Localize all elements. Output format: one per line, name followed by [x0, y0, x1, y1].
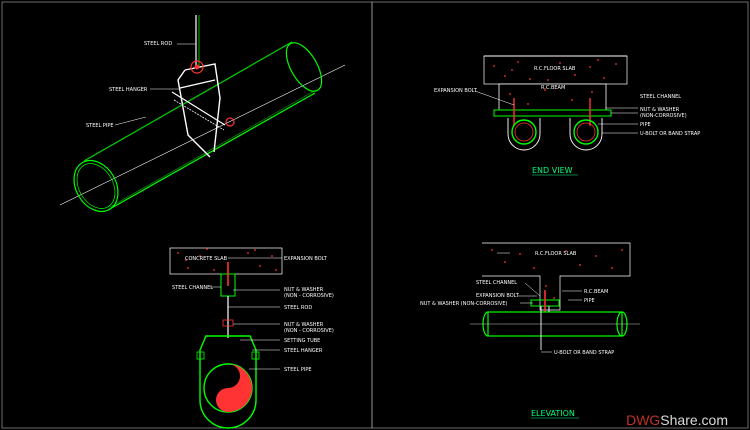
concrete-slab [169, 247, 283, 275]
label-elev-pipe: PIPE [584, 298, 595, 304]
label-elev-rc-floor-slab: R.C.FLOOR SLAB [535, 251, 577, 257]
pipe-right-ev [573, 119, 599, 145]
label-nut-washer: NUT & WASHER [640, 107, 680, 113]
label-elev-ubolt: U-BOLT OR BAND STRAP [554, 350, 614, 356]
pipe-centerline [59, 64, 346, 206]
label-rc-beam: R.C.BEAM [541, 85, 565, 91]
elev-aggregate [491, 249, 623, 299]
label-non-corrosive: (NON-CORROSIVE) [640, 113, 687, 119]
panel-section-hanger: CONCRETE SLAB EXPANSION BOLT STEEL CHANN… [169, 247, 334, 429]
label-sec-non-corrosive-2: (NON - CORROSIVE) [284, 328, 334, 334]
label-sec-steel-rod: STEEL ROD [284, 305, 312, 311]
panel-end-view: R.C.FLOOR SLAB R.C.BEAM EXPANSION BOLT S… [434, 55, 700, 176]
panel-isometric-hanger: STEEL ROD STEEL HANGER STEEL PIPE [59, 15, 346, 213]
label-elev-nut-washer: NUT & WASHER (NON-CORROSIVE) [420, 301, 507, 307]
label-sec-non-corrosive-1: (NON - CORROSIVE) [284, 293, 334, 299]
label-sec-nut-washer-2: NUT & WASHER [284, 322, 324, 328]
pipe-left-ev [511, 119, 537, 145]
floor-slab [483, 55, 628, 85]
panel-elevation: R.C.FLOOR SLAB STEEL CHANNEL EXPANSION B… [420, 242, 640, 419]
label-pipe: PIPE [640, 122, 651, 128]
label-sec-expansion-bolt: EXPANSION BOLT [284, 256, 328, 262]
label-sec-nut-washer-1: NUT & WASHER [284, 287, 324, 293]
slab-aggregate [493, 59, 617, 81]
rc-beam [498, 83, 607, 111]
top-nut [190, 60, 204, 74]
label-elev-expansion-bolt: EXPANSION BOLT [476, 293, 520, 299]
title-end-view: END VIEW [532, 166, 573, 175]
ubolt-right [569, 118, 603, 151]
label-expansion-bolt: EXPANSION BOLT [434, 88, 478, 94]
label-elev-rc-beam: R.C.BEAM [584, 289, 608, 295]
label-rc-floor-slab: R.C.FLOOR SLAB [534, 66, 576, 72]
watermark-share: Share.com [660, 412, 728, 428]
label-steel-channel: STEEL CHANNEL [640, 94, 681, 100]
pipe-end-front [73, 159, 119, 213]
side-bolt [225, 117, 235, 127]
label-sec-steel-channel: STEEL CHANNEL [172, 285, 213, 291]
label-concrete-slab: CONCRETE SLAB [185, 256, 228, 262]
label-ubolt: U-BOLT OR BAND STRAP [640, 131, 700, 137]
concrete-aggregate [177, 248, 277, 271]
elev-slab-beam [482, 242, 631, 311]
label-sec-steel-hanger: STEEL HANGER [284, 348, 323, 354]
pipe-end-back [285, 42, 323, 92]
label-steel-pipe: STEEL PIPE [86, 123, 114, 129]
label-steel-rod: STEEL ROD [144, 41, 172, 47]
label-sec-steel-pipe: STEEL PIPE [284, 367, 312, 373]
watermark-dwg: DWG [626, 412, 661, 428]
sec-nut [222, 319, 234, 327]
label-setting-tube: SETTING TUBE [284, 338, 320, 344]
pipe-section-hatch [216, 364, 252, 412]
label-elev-steel-channel: STEEL CHANNEL [476, 280, 517, 286]
title-elevation: ELEVATION [531, 409, 575, 418]
sec-steel-hanger [199, 335, 257, 429]
steel-hanger [177, 63, 221, 158]
label-steel-hanger: STEEL HANGER [109, 87, 148, 93]
ubolt-left [507, 118, 541, 151]
steel-channel-ev [493, 109, 612, 117]
watermark: DWGShare.com [626, 412, 728, 428]
